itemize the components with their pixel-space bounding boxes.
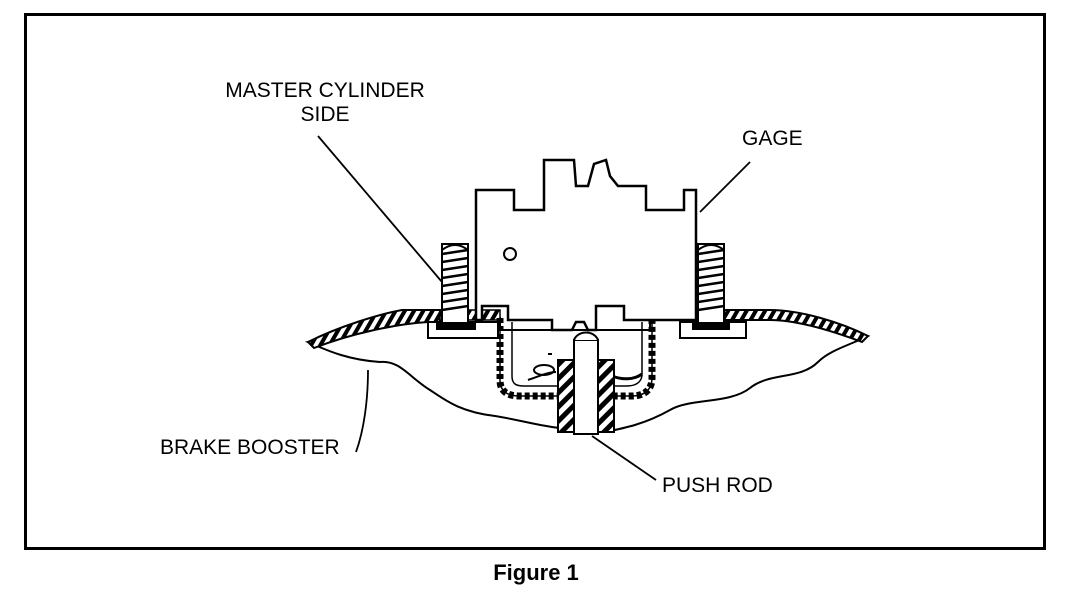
stud-right	[697, 243, 725, 325]
stud-left	[441, 243, 469, 325]
gage-hole	[503, 247, 517, 261]
leader-master-cylinder	[317, 135, 443, 283]
label-brake-booster: BRAKE BOOSTER	[160, 436, 340, 459]
leader-brake-booster	[355, 369, 369, 453]
label-gage: GAGE	[742, 127, 803, 150]
label-master-cylinder-line2: SIDE	[300, 103, 350, 126]
label-push-rod: PUSH ROD	[662, 474, 773, 497]
leader-push-rod	[591, 435, 657, 481]
booster-shell-right	[719, 309, 870, 344]
label-master-cylinder-line1: MASTER CYLINDER	[225, 79, 425, 102]
diagram-frame	[24, 13, 1046, 550]
push-rod	[557, 331, 615, 435]
figure-caption: Figure 1	[493, 560, 579, 585]
label-master-cylinder-side: MASTER CYLINDER SIDE	[214, 79, 436, 127]
leader-gage	[699, 161, 751, 213]
gage-tool	[474, 158, 698, 332]
